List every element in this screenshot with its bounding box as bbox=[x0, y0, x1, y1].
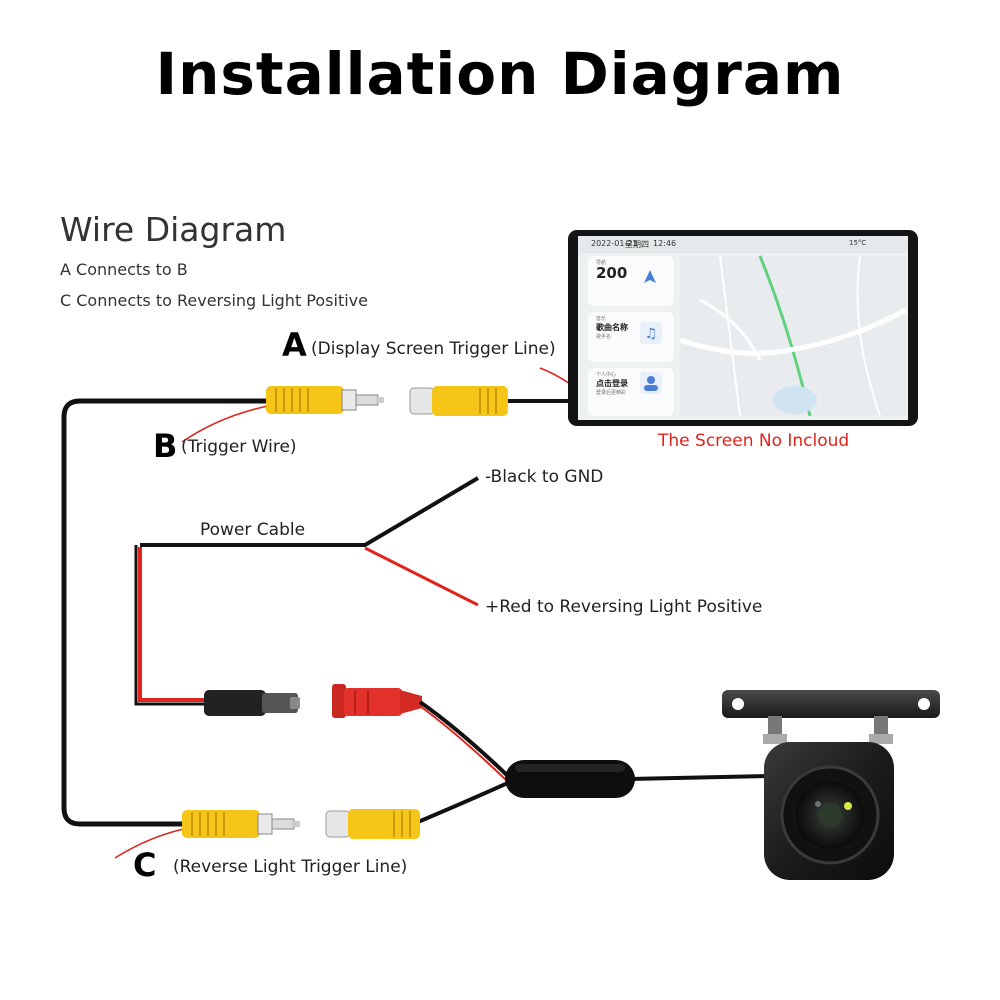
svg-text:♫: ♫ bbox=[645, 326, 658, 342]
dc-male-plug bbox=[204, 690, 300, 716]
screen-speed: 200 bbox=[596, 264, 628, 282]
screen-time: 12:46 bbox=[653, 239, 677, 248]
label-c-text: (Reverse Light Trigger Line) bbox=[173, 857, 408, 877]
screen-temp: 15°C bbox=[849, 239, 867, 247]
rca-male-bottom bbox=[182, 810, 300, 838]
note-c-to-reversing: C Connects to Reversing Light Positive bbox=[60, 291, 368, 310]
screen-music-caption: 音乐 bbox=[596, 316, 607, 322]
rca-female-top bbox=[409, 386, 508, 416]
screen-account-caption: 个人中心 bbox=[596, 372, 617, 378]
screen-weekday: 星期四 bbox=[625, 240, 649, 249]
rca-female-bottom bbox=[325, 809, 420, 839]
label-a-text: (Display Screen Trigger Line) bbox=[311, 339, 556, 359]
rca-to-splitter bbox=[417, 780, 511, 824]
screen-not-included-note: The Screen No Incloud bbox=[658, 431, 850, 451]
red-to-splitter bbox=[418, 700, 512, 780]
label-c-letter: C bbox=[133, 846, 157, 884]
splitter-to-camera bbox=[629, 774, 771, 781]
page-title: Installation Diagram bbox=[155, 40, 845, 108]
label-power-cable: Power Cable bbox=[200, 520, 306, 540]
screen-account-title: 点击登录 bbox=[596, 379, 628, 388]
label-red-positive: +Red to Reversing Light Positive bbox=[485, 597, 763, 617]
wire-diagram-heading: Wire Diagram bbox=[60, 210, 287, 249]
screen-account-sub: 登录后更精彩 bbox=[596, 390, 627, 396]
label-b-text: (Trigger Wire) bbox=[181, 437, 297, 457]
display-screen: ♫ bbox=[568, 230, 918, 426]
label-a-letter: A bbox=[282, 326, 307, 364]
label-b-letter: B bbox=[153, 427, 178, 465]
screen-speed-caption: 导航 bbox=[596, 260, 607, 266]
note-a-to-b: A Connects to B bbox=[60, 260, 188, 279]
rca-male-top bbox=[266, 386, 384, 414]
label-black-gnd: -Black to GND bbox=[485, 467, 604, 487]
dc-female-socket bbox=[332, 684, 422, 718]
screen-music-title: 歌曲名称 bbox=[596, 323, 628, 332]
power-cable-red bbox=[364, 546, 479, 607]
trigger-loop-wire bbox=[61, 398, 268, 827]
pointer-c bbox=[114, 827, 189, 859]
power-cable-red-down bbox=[138, 547, 205, 702]
screen-music-sub: 歌手名 bbox=[596, 334, 612, 340]
rear-camera bbox=[722, 690, 940, 880]
screen-date: 2022-01-23 bbox=[591, 239, 638, 248]
power-cable-black bbox=[140, 476, 480, 547]
pointer-b bbox=[181, 405, 269, 443]
